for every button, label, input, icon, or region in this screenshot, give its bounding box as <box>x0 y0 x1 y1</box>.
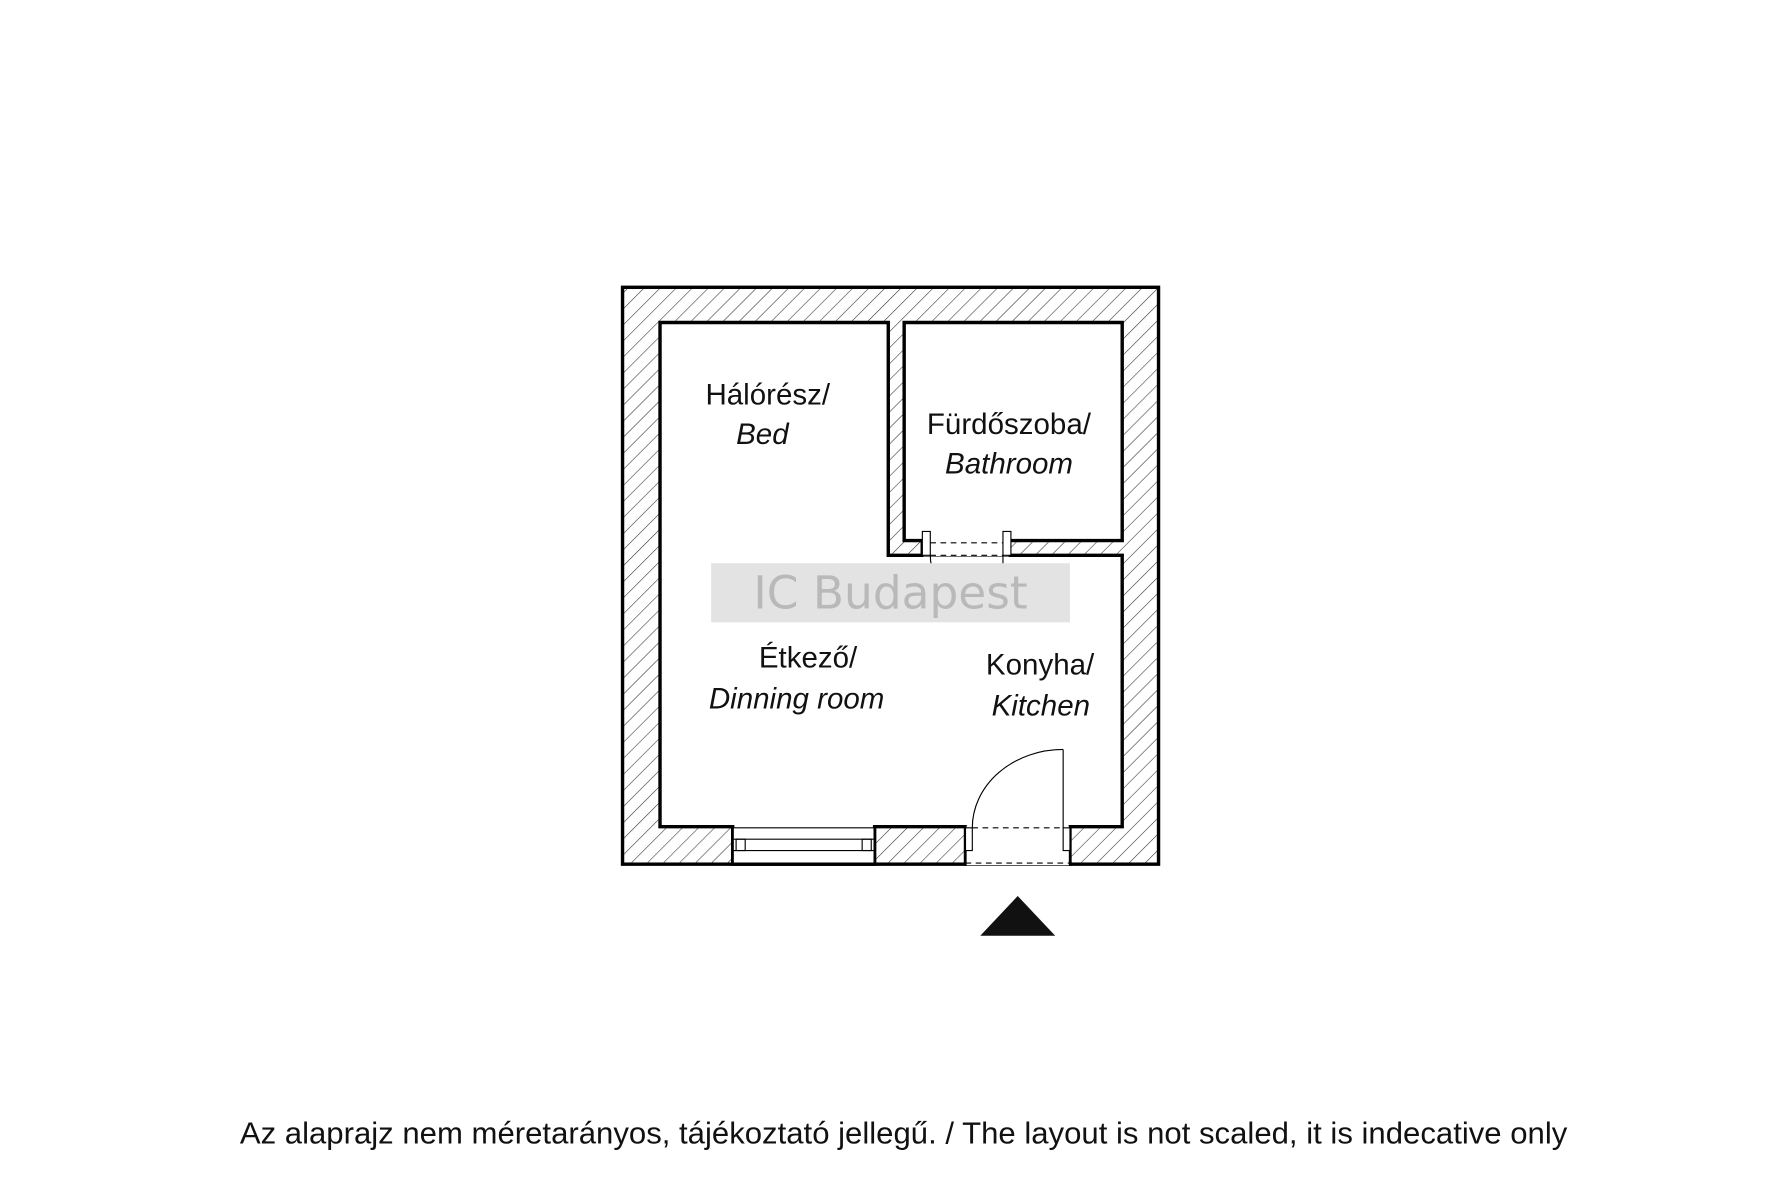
entrance-door <box>964 748 1071 866</box>
bathroom-label-hu: Fürdőszoba/ <box>927 408 1092 441</box>
dining-label-en: Dinning room <box>709 683 885 716</box>
kitchen-label-hu: Konyha/ <box>986 649 1095 682</box>
watermark: IC Budapest <box>753 567 1027 620</box>
door-jamb <box>1002 530 1012 556</box>
bed-label-hu: Hálórész/ <box>705 378 830 411</box>
disclaimer: Az alaprajz nem méretarányos, tájékoztat… <box>240 1117 1568 1151</box>
bed-label-en: Bed <box>736 418 790 451</box>
door-jamb <box>921 530 931 556</box>
watermark-background <box>711 563 1070 623</box>
kitchen-label-en: Kitchen <box>992 689 1090 722</box>
window <box>732 827 875 864</box>
bathroom-label-en: Bathroom <box>945 448 1073 481</box>
dining-label-hu: Étkező/ <box>759 642 858 675</box>
entrance-arrow-icon <box>980 895 1056 936</box>
bathroom-door-opening <box>923 538 1009 557</box>
